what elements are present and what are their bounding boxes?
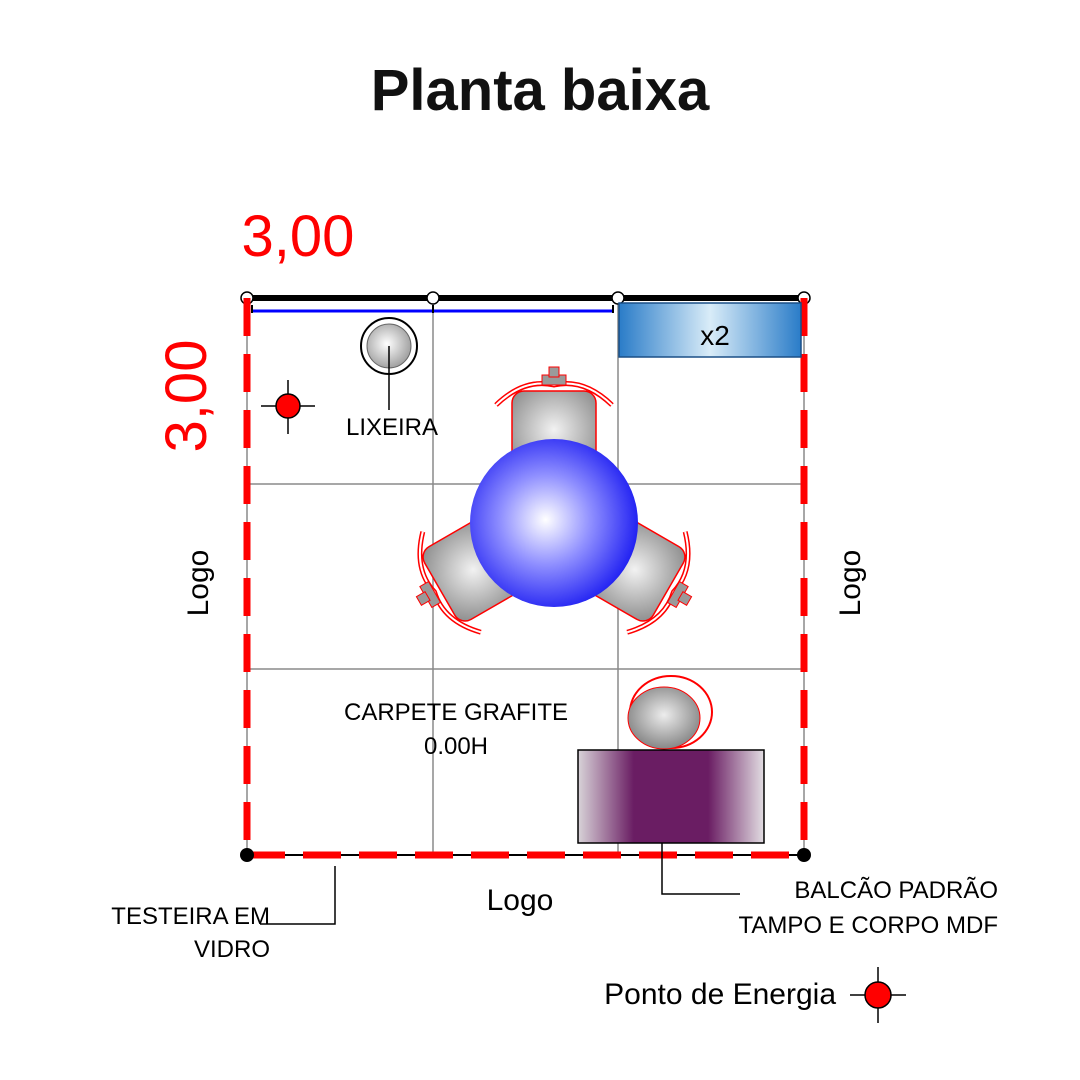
- trash-label: LIXEIRA: [346, 414, 438, 441]
- depth-dimension-label: 3,00: [154, 340, 219, 453]
- logo-right-label: Logo: [834, 550, 867, 617]
- counter-callout-label: TAMPO E CORPO MDF: [738, 912, 998, 939]
- stool: [627, 675, 713, 750]
- power-point-icon: [261, 380, 315, 434]
- header-callout-label: TESTEIRA EM: [111, 903, 270, 930]
- shelf-unit: [618, 302, 802, 358]
- page-title: Planta baixa: [371, 58, 710, 123]
- floor-level-label: 0.00H: [424, 733, 488, 760]
- corner-marker: [240, 848, 254, 862]
- legend-power-label: Ponto de Energia: [604, 978, 836, 1011]
- counter-callout-line: [661, 843, 740, 895]
- counter-callout-label: BALCÃO PADRÃO: [794, 877, 998, 904]
- round-table: [470, 439, 638, 607]
- corner-marker: [797, 848, 811, 862]
- power-point-icon: [850, 967, 906, 1023]
- header-callout-label: VIDRO: [194, 936, 270, 963]
- width-dimension-label: 3,00: [242, 204, 355, 269]
- glass-header-outline: [243, 298, 808, 859]
- logo-bottom-label: Logo: [487, 884, 554, 917]
- trash-bin-icon: [360, 317, 418, 410]
- floor-material-label: CARPETE GRAFITE: [344, 699, 568, 726]
- logo-left-label: Logo: [182, 550, 215, 617]
- shelf-quantity-label: x2: [700, 320, 730, 351]
- counter: [577, 749, 765, 844]
- header-callout-line: [260, 866, 336, 925]
